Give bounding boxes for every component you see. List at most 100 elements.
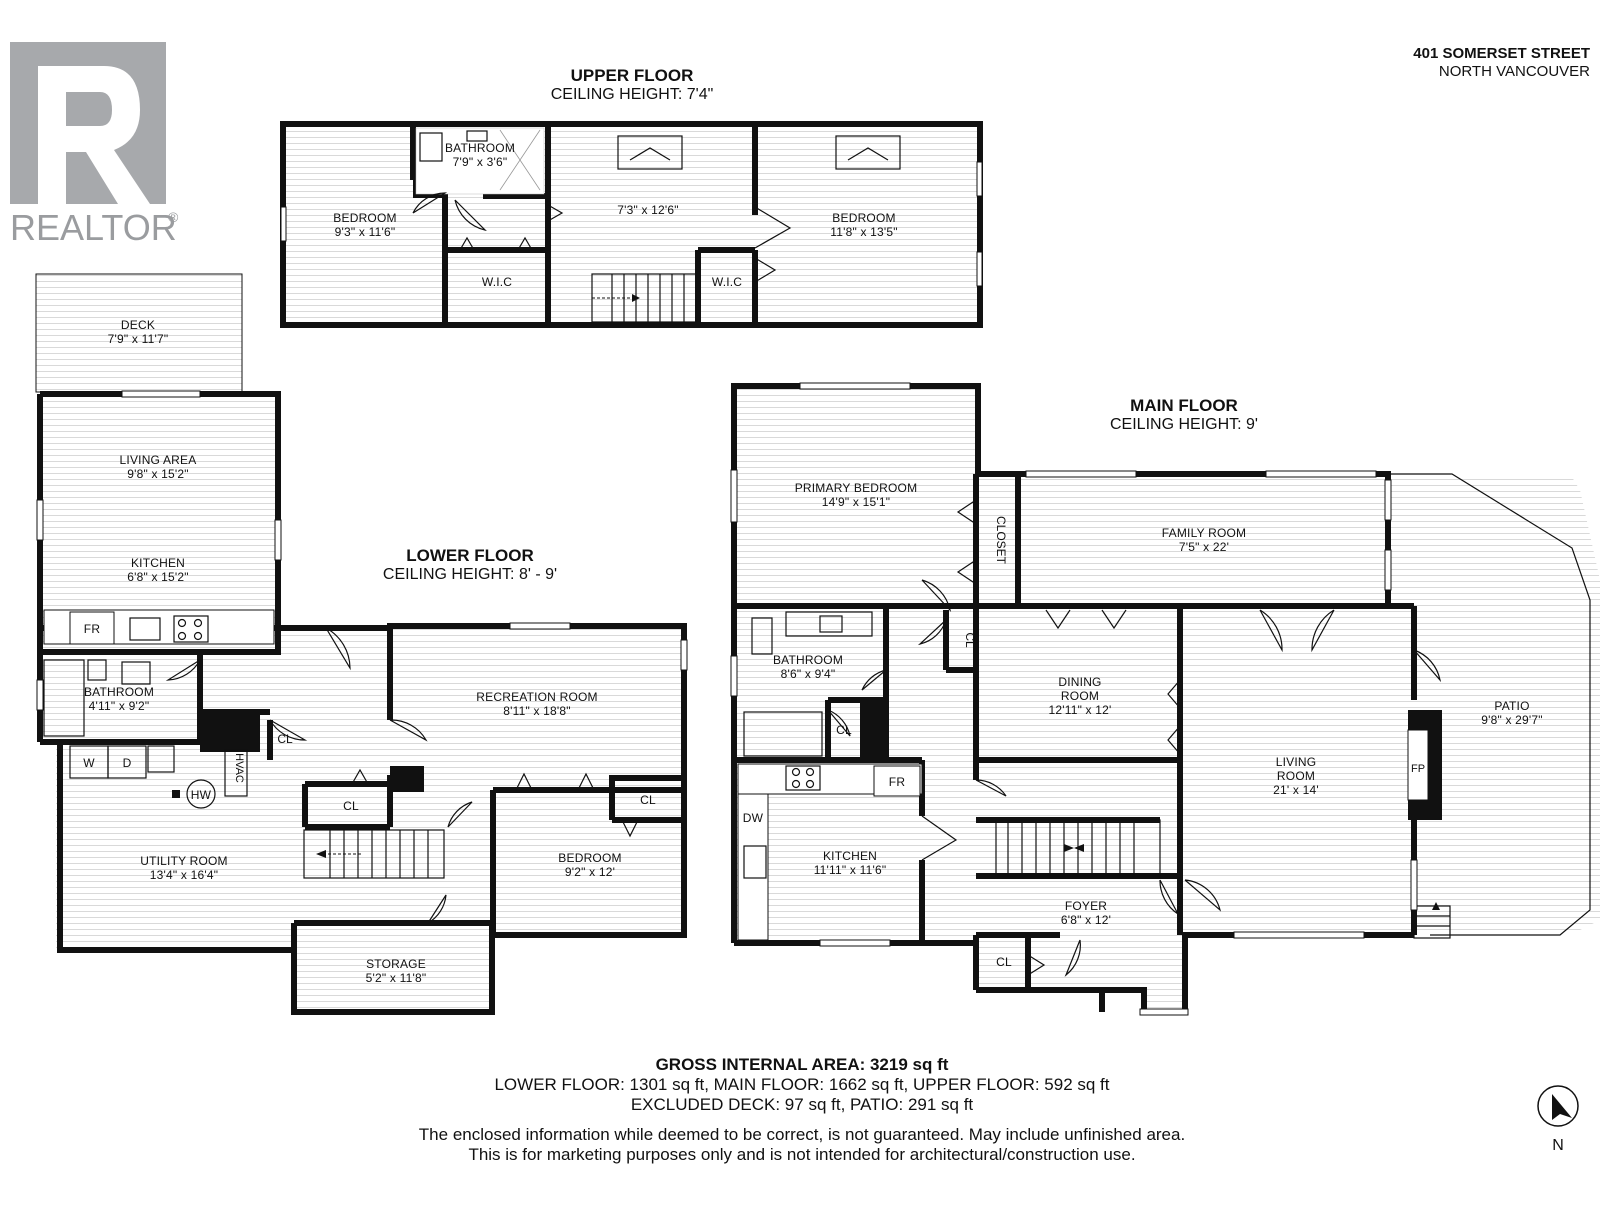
north-label: N (1552, 1137, 1564, 1154)
address-line2: NORTH VANCOUVER (1439, 63, 1590, 80)
hvac-unit (224, 749, 248, 797)
hot-water-label: HW (191, 788, 212, 802)
living-room-dims: 21' x 14' (1273, 783, 1319, 797)
lower-closet-3-label: CL (640, 793, 656, 807)
main-toilet-icon (751, 617, 773, 655)
lower-deck-dims: 7'9" x 11'7" (108, 332, 169, 346)
dryer-label: D (123, 756, 132, 770)
living-room-label: LIVING (1276, 755, 1317, 769)
upper-wic-left-label: W.I.C (482, 275, 512, 289)
upper-hall-dims: 7'3" x 12'6" (617, 203, 679, 217)
patio-outline (1388, 473, 1591, 936)
realtor-logo: REALTOR ® (10, 42, 179, 248)
dryer-icon (107, 745, 147, 779)
main-closet-1-label: CL (963, 632, 977, 648)
main-kitchen-dims: 11'11" x 11'6" (814, 863, 887, 877)
dining-room-label: DINING (1058, 675, 1101, 689)
lower-closet-2-label: CL (343, 799, 359, 813)
main-closet-2-label: CL (836, 723, 852, 737)
dining-room-label-2: ROOM (1061, 689, 1099, 703)
disclaimer-line1: The enclosed information while deemed to… (419, 1125, 1185, 1144)
dishwasher-label: DW (743, 811, 764, 825)
fireplace-label: FP (1411, 763, 1425, 775)
main-bath-sink-icon (819, 615, 843, 633)
skylight-icon (835, 135, 901, 170)
lower-living-area-dims: 9'8" x 15'2" (127, 467, 189, 481)
family-room-label: FAMILY ROOM (1162, 526, 1246, 540)
upper-bedroom-right-label: BEDROOM (832, 211, 895, 225)
utility-room-label: UTILITY ROOM (140, 854, 228, 868)
lower-bathroom-label: BATHROOM (84, 685, 154, 699)
lower-sink-icon (129, 617, 161, 641)
closet-label: CLOSET (994, 516, 1008, 565)
lower-bathtub-icon (43, 659, 85, 737)
lower-closet-1-label: CL (277, 732, 293, 746)
washer-label: W (83, 756, 95, 770)
lower-stairs (303, 829, 445, 879)
area-summary: GROSS INTERNAL AREA: 3219 sq ft LOWER FL… (419, 1055, 1185, 1164)
lower-floor-plan: LOWER FLOOR CEILING HEIGHT: 8' - 9' DECK… (35, 273, 688, 1015)
dining-room-dims: 12'11" x 12' (1048, 703, 1111, 717)
address-line1: 401 SOMERSET STREET (1413, 45, 1590, 62)
utility-room-dims: 13'4" x 16'4" (150, 868, 218, 882)
main-floor-plan: MAIN FLOOR CEILING HEIGHT: 9' PATIO 9'8"… (730, 382, 1600, 1016)
lower-kitchen-label: KITCHEN (131, 556, 185, 570)
primary-bedroom-dims: 14'9" x 15'1" (822, 495, 890, 509)
main-bathtub-icon (743, 711, 823, 757)
storage-label: STORAGE (366, 957, 426, 971)
upper-bedroom-left-dims: 9'3" x 11'6" (335, 225, 396, 239)
north-arrow-icon: N (1537, 1085, 1579, 1154)
main-floor-title: MAIN FLOOR (1130, 396, 1238, 415)
lower-bedroom-dims: 9'2" x 12' (565, 865, 615, 879)
lower-toilet-icon (87, 659, 107, 681)
disclaimer-line2: This is for marketing purposes only and … (468, 1145, 1135, 1164)
realtor-r-glyph (38, 66, 150, 204)
upper-floor-title: UPPER FLOOR (571, 66, 694, 85)
family-room-dims: 7'5" x 22' (1179, 540, 1229, 554)
main-fridge-label: FR (889, 775, 906, 789)
realtor-wordmark: REALTOR (10, 207, 177, 248)
lower-fridge-label: FR (84, 622, 101, 636)
upper-bathroom-dims: 7'9" x 3'6" (453, 155, 508, 169)
upper-bedroom-right-dims: 11'8" x 13'5" (830, 225, 898, 239)
lower-bedroom-label: BEDROOM (558, 851, 621, 865)
foyer-label: FOYER (1065, 899, 1107, 913)
recreation-room-dims: 8'11" x 18'8" (503, 704, 571, 718)
upper-floor-ceiling: CEILING HEIGHT: 7'4" (551, 86, 714, 103)
main-bathroom-label: BATHROOM (773, 653, 843, 667)
upper-sink-icon (419, 132, 443, 162)
lower-bathroom-dims: 4'11" x 9'2" (89, 699, 150, 713)
primary-bedroom-label: PRIMARY BEDROOM (795, 481, 918, 495)
upper-bathroom-label: BATHROOM (445, 141, 515, 155)
patio-dims: 9'8" x 29'7" (1481, 713, 1543, 727)
laundry-sink-icon (147, 745, 175, 773)
recreation-room-label: RECREATION ROOM (476, 690, 597, 704)
skylight-icon (617, 135, 683, 170)
main-floor-ceiling: CEILING HEIGHT: 9' (1110, 416, 1258, 433)
living-room-label-2: ROOM (1277, 769, 1315, 783)
upper-wic-right-label: W.I.C (712, 275, 742, 289)
lower-deck-label: DECK (121, 318, 155, 332)
main-kitchen-label: KITCHEN (823, 849, 877, 863)
foyer-dims: 6'8" x 12' (1061, 913, 1111, 927)
gross-area-label: GROSS INTERNAL AREA: 3219 sq ft (656, 1055, 949, 1074)
main-stove-icon (785, 765, 821, 791)
lower-bath-sink-icon (121, 661, 151, 685)
lower-kitchen-dims: 6'8" x 15'2" (127, 570, 189, 584)
upper-bedroom-left-label: BEDROOM (333, 211, 396, 225)
realtor-registered-mark: ® (168, 209, 179, 225)
hvac-label: HVAC (233, 753, 245, 783)
patio-label: PATIO (1494, 699, 1529, 713)
lower-stove-icon (173, 615, 209, 643)
main-closet-3-label: CL (996, 955, 1012, 969)
upper-floor-plan: UPPER FLOOR CEILING HEIGHT: 7'4" (280, 66, 983, 328)
hot-water-tank-icon (186, 779, 216, 809)
floor-areas-label: LOWER FLOOR: 1301 sq ft, MAIN FLOOR: 166… (494, 1075, 1109, 1094)
excluded-areas-label: EXCLUDED DECK: 97 sq ft, PATIO: 291 sq f… (631, 1095, 974, 1114)
storage-dims: 5'2" x 11'8" (366, 971, 427, 985)
lower-living-area-label: LIVING AREA (120, 453, 197, 467)
upper-toilet-icon (466, 130, 488, 142)
lower-floor-title: LOWER FLOOR (406, 546, 533, 565)
